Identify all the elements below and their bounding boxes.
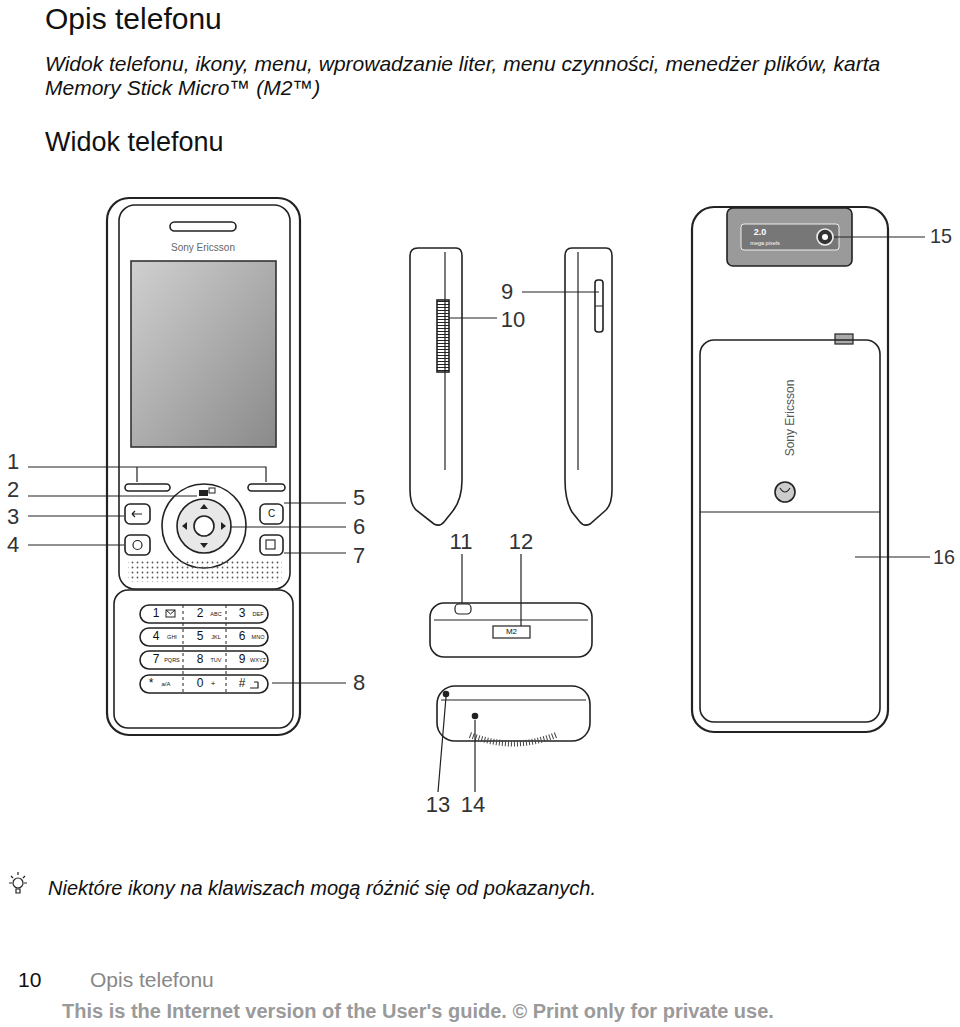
callout-number: 12 xyxy=(509,529,533,554)
callout-number: 15 xyxy=(930,225,952,248)
callout-number: 14 xyxy=(461,792,485,817)
key-letters: GHI xyxy=(167,634,177,640)
callout-number: 7 xyxy=(353,543,365,568)
callout-number: 5 xyxy=(353,485,365,510)
key-digit: 8 xyxy=(197,653,204,667)
callout-number: 2 xyxy=(7,477,19,502)
page-title: Opis telefonu xyxy=(45,2,222,37)
footer-section: Opis telefonu xyxy=(90,968,214,992)
key-letters: TUV xyxy=(211,657,222,663)
key-digit: * xyxy=(149,677,154,691)
key-letters: a/A xyxy=(161,681,170,688)
key-digit: 3 xyxy=(239,607,246,621)
key-digit: 6 xyxy=(239,630,246,644)
brand-logo: Sony Ericsson xyxy=(171,242,235,254)
slot-label: M2 xyxy=(506,627,517,636)
callout-number: 16 xyxy=(933,546,955,569)
key-symbol: C xyxy=(268,508,275,520)
key-letters: DEF xyxy=(253,611,264,617)
key-digit: 1 xyxy=(153,607,160,621)
key-digit: 2 xyxy=(197,607,204,621)
camera-label: 2.0 xyxy=(754,227,767,237)
callout-number: 9 xyxy=(501,279,513,304)
subtitle: Widok telefonu, ikony, menu, wprowadzani… xyxy=(45,52,915,100)
brand-logo: Sony Ericsson xyxy=(784,380,798,457)
callout-number: 11 xyxy=(450,529,473,554)
callout-number: 6 xyxy=(353,514,365,539)
watermark: This is the Internet version of the User… xyxy=(62,1000,774,1023)
key-digit: 4 xyxy=(153,630,160,644)
key-letters: MNO xyxy=(252,634,265,640)
callout-number: 4 xyxy=(7,532,19,557)
key-letters: + xyxy=(211,679,216,688)
callout-number: 10 xyxy=(501,307,525,332)
callout-number: 1 xyxy=(7,449,19,474)
camera-label: mega pixels xyxy=(750,240,779,246)
key-letters: PQRS xyxy=(164,657,180,663)
key-digit: 5 xyxy=(197,630,204,644)
key-digit: 7 xyxy=(153,653,160,667)
page-number: 10 xyxy=(18,968,41,992)
callout-number: 3 xyxy=(7,504,19,529)
key-letters: ABC xyxy=(210,611,221,617)
key-letters: JKL xyxy=(211,634,220,640)
callout-number: 13 xyxy=(426,792,450,817)
key-letters: WXYZ xyxy=(250,657,266,663)
key-digit: 0 xyxy=(197,677,204,691)
callout-number: 8 xyxy=(353,670,365,695)
key-digit: # xyxy=(239,677,246,691)
note-text: Niektóre ikony na klawiszach mogą różnić… xyxy=(48,877,596,900)
key-digit: 9 xyxy=(239,653,246,667)
section-heading: Widok telefonu xyxy=(45,127,224,158)
